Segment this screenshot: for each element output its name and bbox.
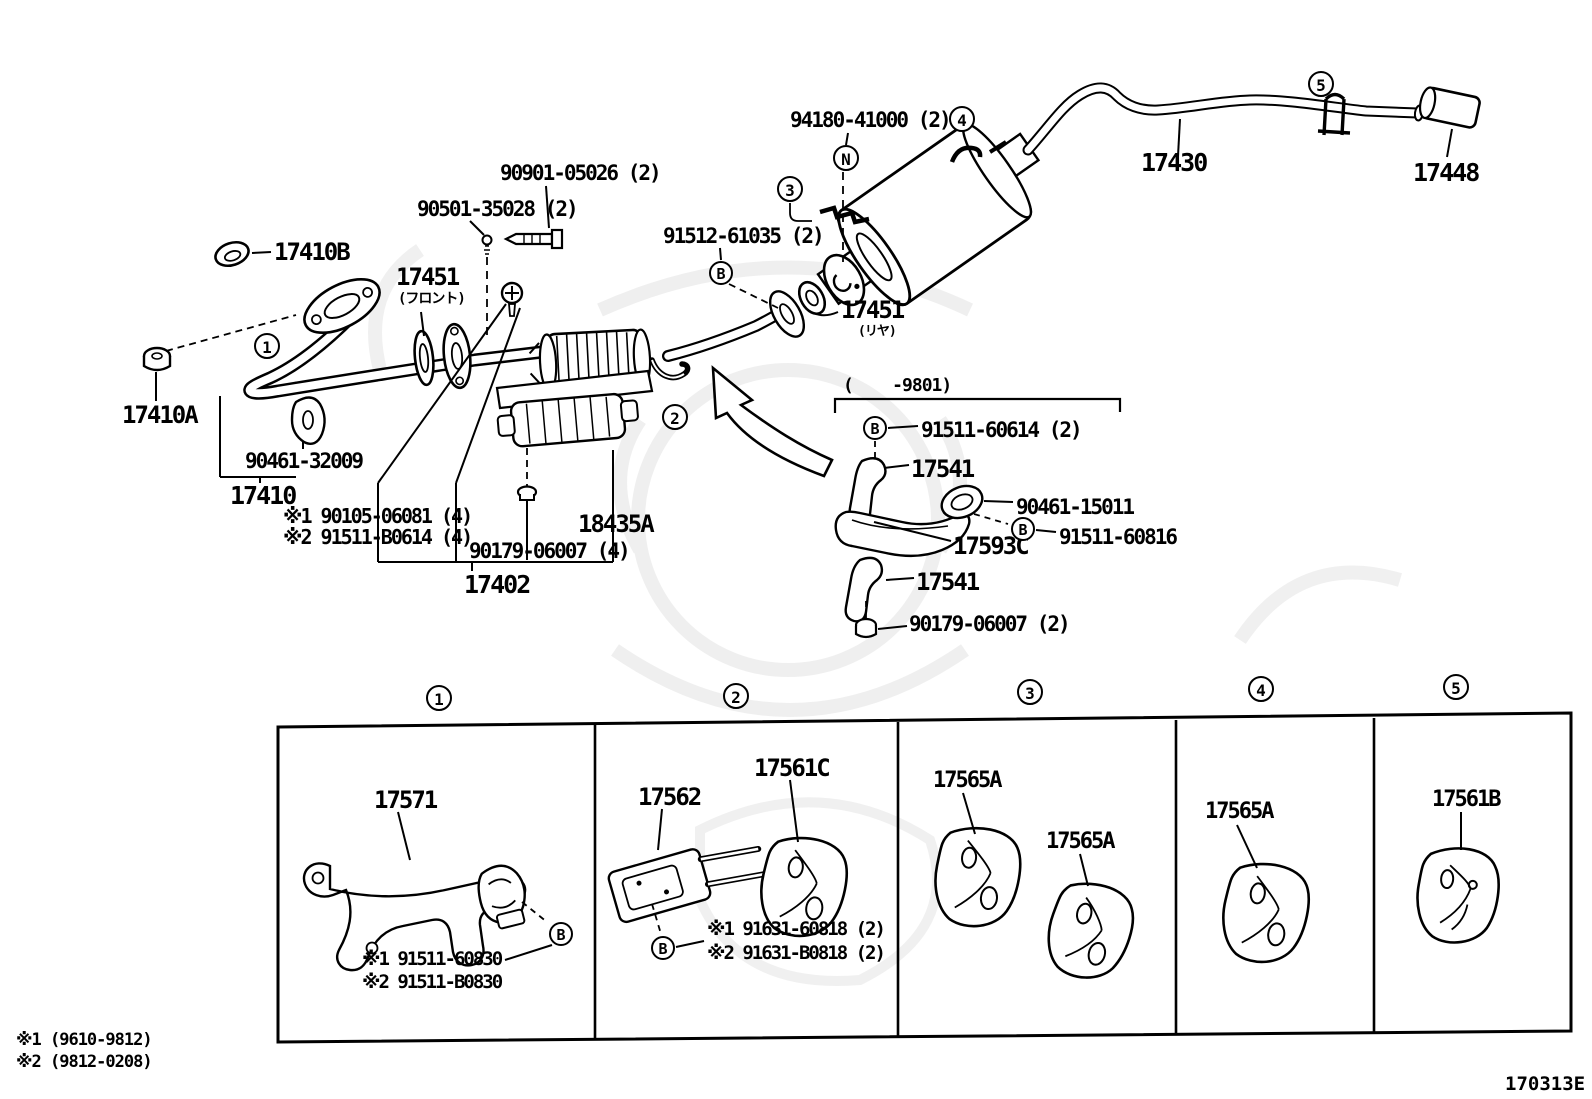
part-label-18435A: 18435A bbox=[578, 510, 655, 538]
part-label-17565A-1: 17565A bbox=[933, 768, 1002, 793]
part-label-91511-B0614: ※2 91511-B0614 (4) bbox=[283, 525, 473, 549]
part-label-17571: 17571 bbox=[374, 786, 438, 814]
callout-circle-B-main: B bbox=[709, 261, 733, 285]
part-label-91512-61035: 91512-61035 (2) bbox=[663, 224, 825, 248]
part-label-17430: 17430 bbox=[1141, 148, 1208, 177]
bolt-90501-35028 bbox=[481, 234, 493, 255]
part-label-90461-32009: 90461-32009 bbox=[245, 449, 364, 473]
footnote-1: ※1 (9610-9812) bbox=[16, 1030, 153, 1050]
table-header-circle-3: 3 bbox=[1017, 679, 1043, 705]
part-label-17565A-3: 17565A bbox=[1205, 799, 1274, 824]
gasket-ring-17451-front bbox=[413, 329, 435, 387]
part-label-94180-41000: 94180-41000 (2) bbox=[790, 108, 952, 132]
front-exhaust-pipe bbox=[243, 277, 549, 400]
tailpipe-finisher-17448 bbox=[1418, 86, 1481, 129]
muffler bbox=[816, 123, 1041, 307]
part-label-90901-05026: 90901-05026 (2) bbox=[500, 161, 662, 185]
tailpipe-clamp bbox=[1317, 92, 1351, 136]
hanger-bracket-assembly bbox=[833, 397, 1122, 639]
table-header-circle-4: 4 bbox=[1248, 676, 1274, 702]
part-label-17410B: 17410B bbox=[274, 238, 351, 266]
part-label-90179-06007-2: 90179-06007 (2) bbox=[909, 612, 1071, 636]
callout-circle-5: 5 bbox=[1308, 71, 1334, 97]
applicability-range-label: ( -9801) bbox=[843, 375, 952, 396]
hanger-17565A-1 bbox=[934, 826, 1022, 928]
part-label-17561C: 17561C bbox=[754, 754, 831, 782]
center-pipe bbox=[662, 290, 806, 362]
clamp-90461-32009 bbox=[290, 396, 326, 445]
hanger-17561C bbox=[760, 836, 848, 938]
parts-table-grid bbox=[276, 711, 1573, 1044]
part-label-17410: 17410 bbox=[230, 481, 297, 510]
pipe-hook bbox=[649, 357, 691, 381]
bracket-17571 bbox=[302, 811, 553, 972]
diagram-code: 170313E bbox=[1505, 1073, 1586, 1095]
part-label-91631-60818: ※1 91631-60818 (2) bbox=[707, 918, 886, 940]
callout-circle-B-bracket-lower: B bbox=[1011, 517, 1035, 541]
part-label-91511-60614: 91511-60614 (2) bbox=[921, 418, 1083, 442]
flange-front bbox=[442, 322, 472, 390]
callout-circle-2: 2 bbox=[662, 404, 688, 430]
nut-17410A bbox=[142, 346, 172, 372]
direction-arrow bbox=[711, 365, 834, 478]
part-label-90461-15011: 90461-15011 bbox=[1016, 495, 1135, 519]
hanger-17565A-2 bbox=[1047, 882, 1135, 979]
bolt-phillips bbox=[500, 281, 524, 317]
part-label-17565A-2: 17565A bbox=[1046, 829, 1115, 854]
callout-circle-3: 3 bbox=[777, 176, 803, 202]
table-header-circle-1: 1 bbox=[426, 685, 452, 711]
part-label-90105-06081: ※1 90105-06081 (4) bbox=[283, 504, 473, 528]
callout-circle-N: N bbox=[833, 145, 859, 171]
footnote-2: ※2 (9812-0208) bbox=[16, 1052, 153, 1072]
callout-circle-B-col1: B bbox=[549, 922, 573, 946]
part-label-17562: 17562 bbox=[638, 783, 702, 811]
callout-circle-B-bracket-upper: B bbox=[863, 416, 887, 440]
tailpipe bbox=[1022, 82, 1425, 156]
part-label-90179-06007-4: 90179-06007 (4) bbox=[469, 539, 631, 563]
heat-shield-upper bbox=[495, 369, 654, 410]
front-pipe-flange bbox=[303, 277, 381, 335]
part-label-17451-rear-note: (リヤ) bbox=[858, 324, 897, 339]
part-label-17448: 17448 bbox=[1413, 158, 1480, 187]
part-label-17561B: 17561B bbox=[1432, 787, 1501, 812]
part-label-91511-B0830: ※2 91511-B0830 bbox=[362, 971, 503, 993]
part-label-17402: 17402 bbox=[464, 570, 531, 599]
gasket-ring-17451-rear bbox=[797, 280, 827, 316]
part-label-17541-upper: 17541 bbox=[911, 455, 975, 483]
part-label-91631-B0818: ※2 91631-B0818 (2) bbox=[707, 942, 886, 964]
part-label-90501-35028: 90501-35028 (2) bbox=[417, 197, 579, 221]
hanger-17565A-3 bbox=[1222, 862, 1310, 964]
heat-shield-18435A bbox=[496, 392, 639, 448]
part-label-17541-lower: 17541 bbox=[916, 568, 980, 596]
table-header-circle-5: 5 bbox=[1443, 674, 1469, 700]
bolt-90179-06007 bbox=[516, 485, 538, 501]
callout-circle-B-col2: B bbox=[651, 936, 675, 960]
table-header-circle-2: 2 bbox=[723, 683, 749, 709]
bolt-90901-05026 bbox=[503, 228, 564, 250]
part-label-17451-rear: 17451 bbox=[841, 296, 905, 324]
part-label-17451-front: 17451 bbox=[396, 263, 460, 291]
gasket-17410B bbox=[214, 240, 250, 268]
bracket-17562 bbox=[607, 808, 769, 948]
part-label-17451-front-note: (フロント) bbox=[398, 291, 466, 307]
callout-circle-1: 1 bbox=[254, 333, 280, 359]
hanger-17561B bbox=[1416, 847, 1500, 944]
part-label-91511-60816: 91511-60816 bbox=[1059, 525, 1178, 549]
part-label-91511-60830: ※1 91511-60830 bbox=[362, 948, 503, 970]
callout-circle-4: 4 bbox=[949, 106, 975, 132]
part-label-17410A: 17410A bbox=[122, 401, 199, 429]
